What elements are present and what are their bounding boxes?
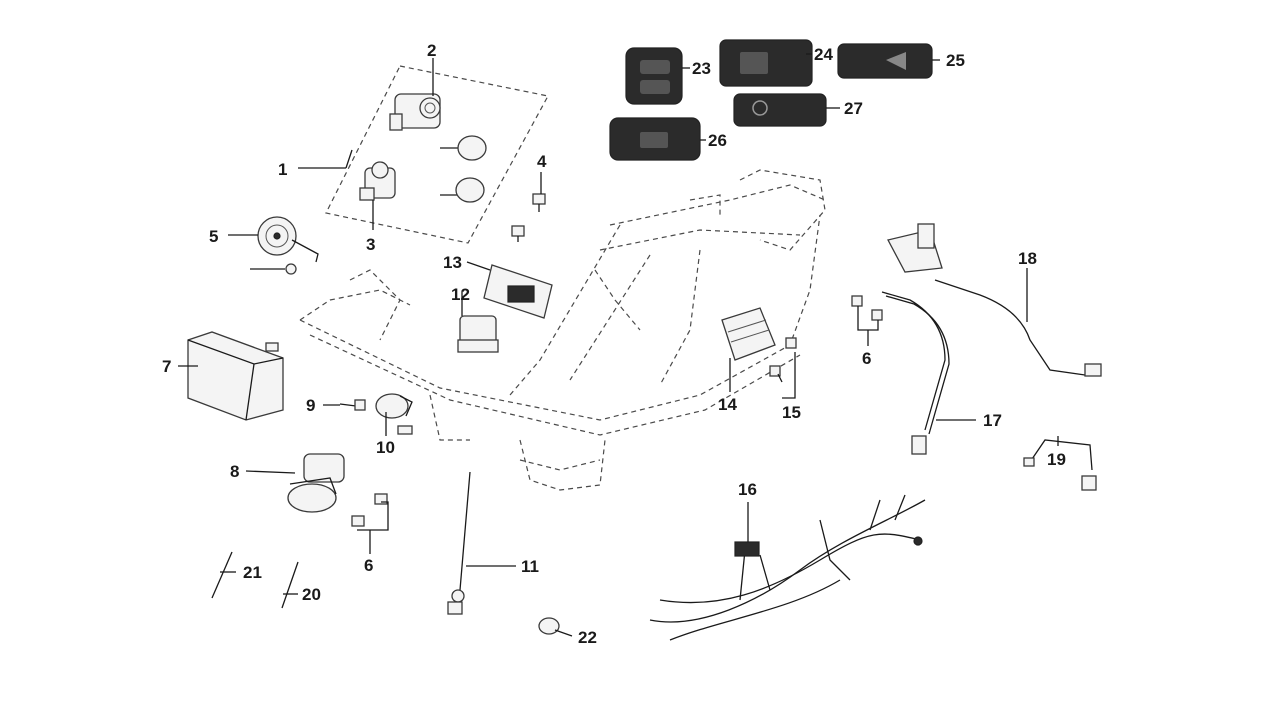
callout-11: 11 [521, 557, 539, 576]
relay-part [457, 315, 499, 353]
switch-body-part [359, 161, 396, 201]
callout-3: 3 [366, 235, 375, 254]
callout-4: 4 [537, 152, 547, 171]
callout-18: 18 [1018, 249, 1037, 268]
callout-20: 20 [302, 585, 321, 604]
sensor-part [375, 393, 413, 435]
callout-6-right: 6 [862, 349, 871, 368]
callout-23: 23 [692, 59, 711, 78]
ignition-switch-kit [325, 65, 549, 244]
screw-set-15 [769, 337, 797, 377]
key-part [440, 135, 487, 203]
grommet-part [538, 617, 560, 635]
bolt-part [339, 399, 366, 411]
callout-7: 7 [162, 357, 171, 376]
callout-22: 22 [578, 628, 597, 647]
start-button-switch-27 [733, 93, 827, 127]
screw-part [511, 193, 546, 242]
horn-part [257, 216, 319, 275]
screw-set-lower [351, 493, 388, 527]
callout-5: 5 [209, 227, 218, 246]
cable-tie-part [211, 551, 299, 609]
callout-6-lower: 6 [364, 556, 373, 575]
handlebar-switch-24 [719, 39, 813, 87]
cable-17-part [881, 291, 950, 455]
callout-10: 10 [376, 438, 395, 457]
leader-lines [178, 53, 1059, 637]
callout-21: 21 [243, 563, 262, 582]
callout-labels: 1 2 3 4 5 6 6 7 8 9 10 11 12 13 14 15 16… [162, 41, 1066, 647]
side-stand-switch-part [887, 223, 1102, 377]
screw-set-right [851, 295, 883, 321]
callout-16: 16 [738, 480, 757, 499]
callout-25: 25 [946, 51, 965, 70]
callout-15: 15 [782, 403, 801, 422]
callout-24: 24 [814, 45, 833, 64]
battery-part [187, 331, 284, 421]
callout-2: 2 [427, 41, 436, 60]
regulator-part [721, 307, 776, 361]
callout-12: 12 [451, 285, 470, 304]
callout-27: 27 [844, 99, 863, 118]
wiring-harness-part [649, 494, 926, 641]
callout-8: 8 [230, 462, 239, 481]
cdi-unit-part [483, 264, 553, 319]
stop-switch-part [447, 471, 471, 615]
starter-relay-part [287, 453, 345, 513]
handlebar-switch-23 [625, 47, 683, 105]
lock-barrel-part [389, 93, 441, 131]
callout-26: 26 [708, 131, 727, 150]
callout-14: 14 [718, 395, 737, 414]
callout-19: 19 [1047, 450, 1066, 469]
handlebar-switch-26 [609, 117, 701, 161]
callout-17: 17 [983, 411, 1002, 430]
horn-button-switch-25 [837, 43, 933, 79]
scooter-frame [299, 169, 826, 491]
callout-13: 13 [443, 253, 462, 272]
wire-19-part [1023, 439, 1097, 491]
callout-9: 9 [306, 396, 315, 415]
callout-1: 1 [278, 160, 287, 179]
